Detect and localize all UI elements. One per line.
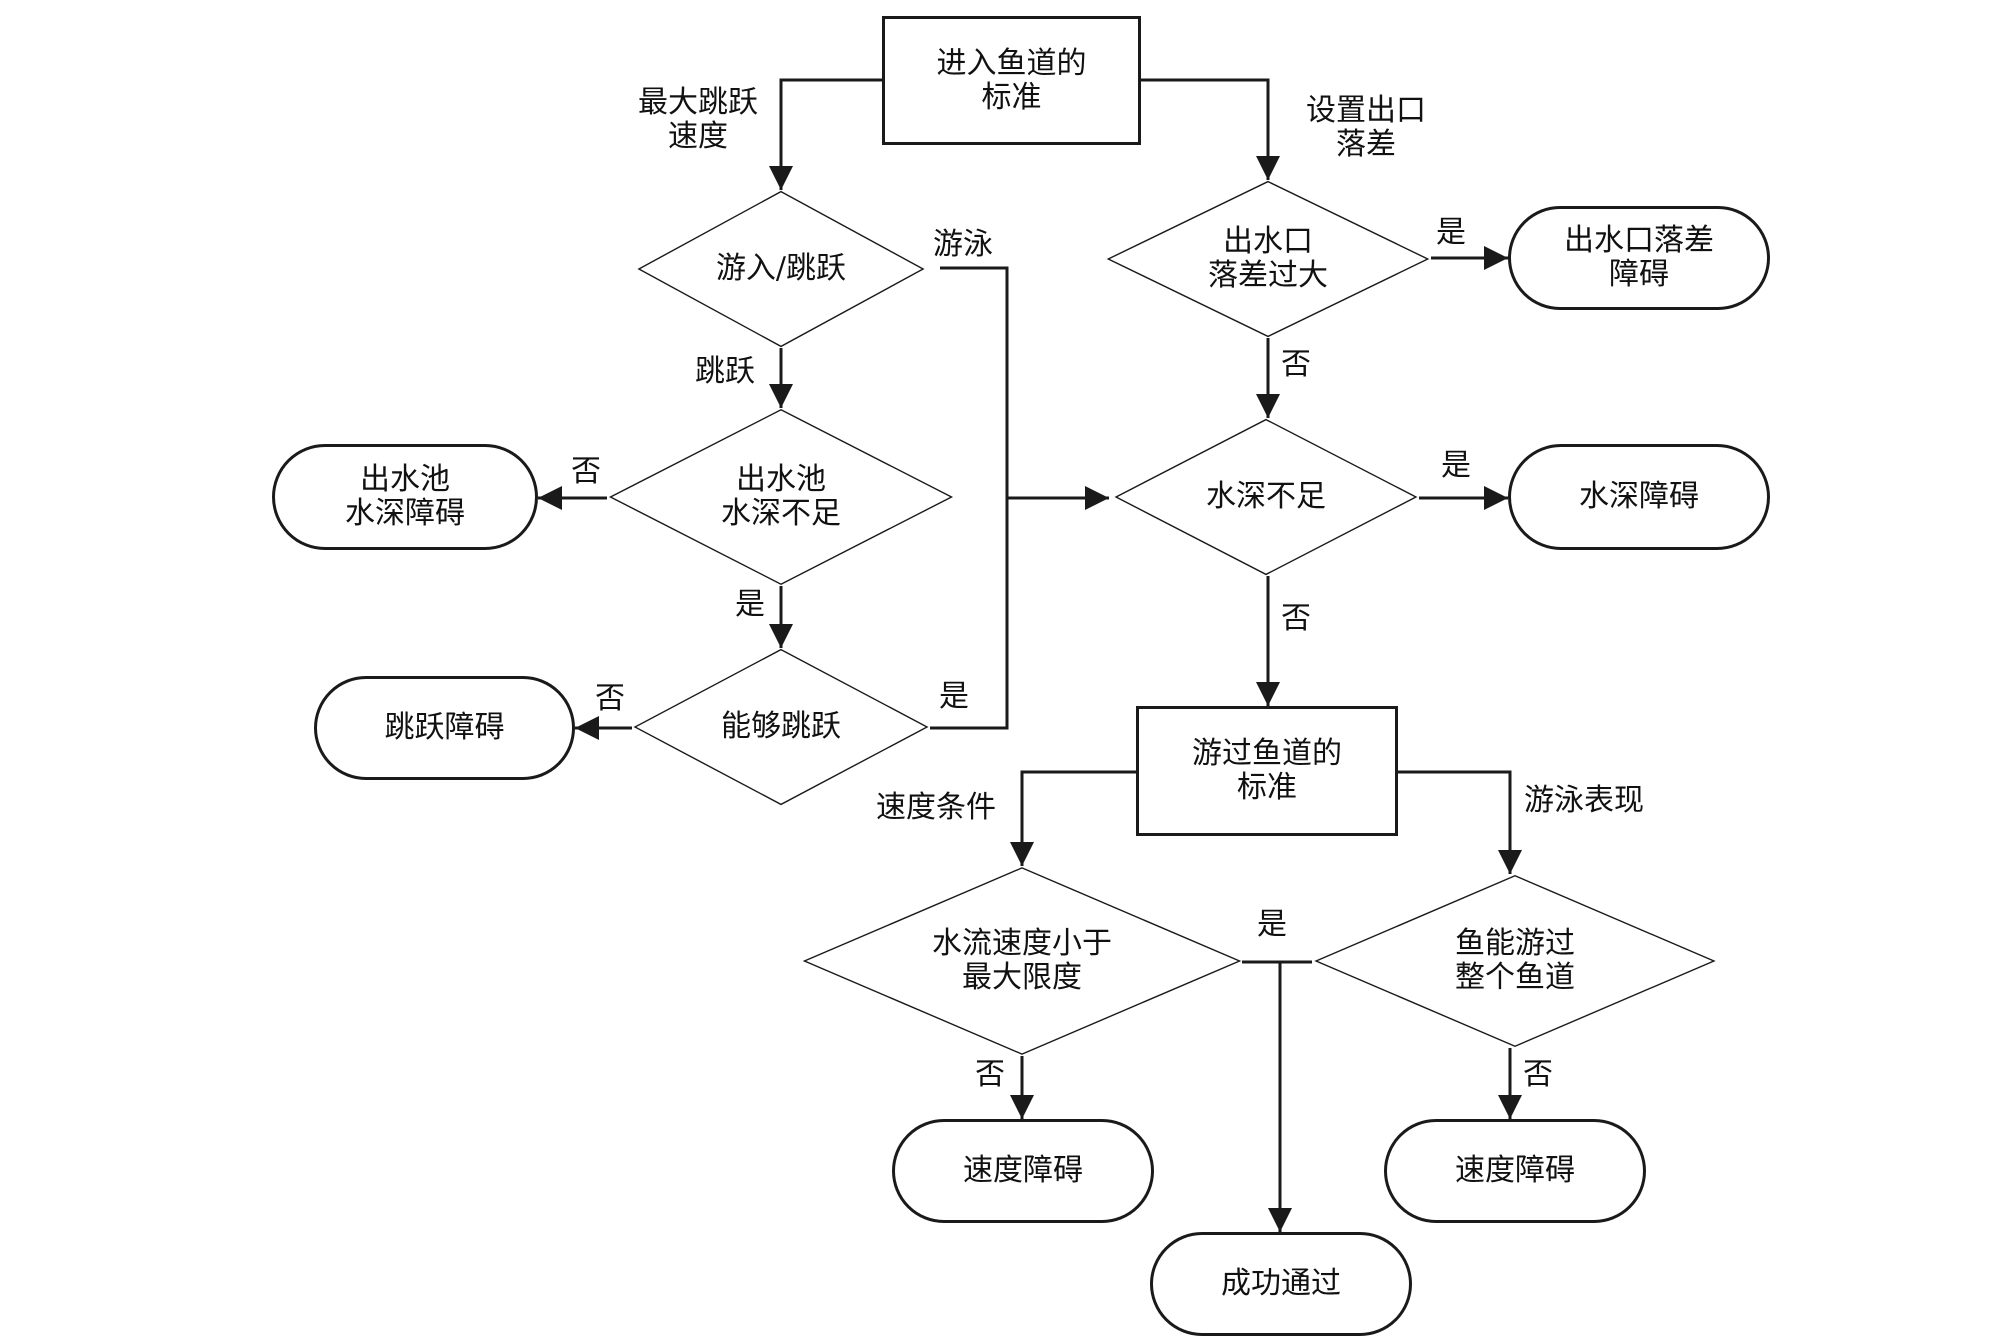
speed-barrier-right: 速度障碍 <box>1384 1119 1646 1223</box>
label-no-speed: 否 <box>975 1057 1005 1092</box>
label-yes-jump: 是 <box>939 679 969 714</box>
label-set-outlet-drop: 设置出口 落差 <box>1306 93 1426 162</box>
label-no-jump: 否 <box>595 681 625 716</box>
speed-barrier-left-text: 速度障碍 <box>963 1153 1083 1188</box>
flow-speed-text: 水流速度小于 最大限度 <box>932 926 1112 995</box>
pool-depth-decision: 出水池 水深不足 <box>607 408 955 586</box>
can-jump-text: 能够跳跃 <box>721 709 841 744</box>
outlet-drop-barrier-text: 出水口落差 障碍 <box>1564 223 1714 292</box>
arrow-enter-to-outlet-drop <box>1141 78 1280 180</box>
depth-barrier-text: 水深障碍 <box>1579 479 1699 514</box>
label-jump: 跳跃 <box>695 354 755 389</box>
outlet-drop-barrier: 出水口落差 障碍 <box>1508 206 1770 310</box>
label-yes-pool: 是 <box>735 587 765 622</box>
pass-criteria-text: 游过鱼道的 标准 <box>1192 736 1342 805</box>
arrow-criteria-to-swim <box>1398 770 1522 874</box>
label-no-swim: 否 <box>1523 1057 1553 1092</box>
pass-criteria-box: 游过鱼道的 标准 <box>1136 706 1398 836</box>
speed-barrier-left: 速度障碍 <box>892 1119 1154 1223</box>
success-terminal: 成功通过 <box>1150 1232 1412 1336</box>
arrow-swim-to-depth <box>940 266 1109 510</box>
pool-depth-barrier: 出水池 水深障碍 <box>272 444 538 550</box>
depth-decision: 水深不足 <box>1113 418 1419 576</box>
label-no-pool: 否 <box>571 454 601 489</box>
label-swim-performance: 游泳表现 <box>1524 783 1644 818</box>
depth-barrier: 水深障碍 <box>1508 444 1770 550</box>
swim-or-jump-decision: 游入/跳跃 <box>636 190 926 348</box>
enter-criteria-box: 进入鱼道的 标准 <box>882 16 1141 145</box>
outlet-drop-decision: 出水口 落差过大 <box>1105 180 1431 338</box>
arrow-criteria-to-flow <box>1010 770 1136 866</box>
label-no-depth: 否 <box>1281 601 1311 636</box>
label-yes-success: 是 <box>1257 907 1287 942</box>
flow-speed-decision: 水流速度小于 最大限度 <box>800 866 1244 1056</box>
fish-swim-decision: 鱼能游过 整个鱼道 <box>1312 874 1718 1048</box>
jump-barrier-text: 跳跃障碍 <box>384 710 505 745</box>
label-yes-outlet: 是 <box>1436 215 1466 250</box>
label-no-outlet: 否 <box>1281 347 1311 382</box>
label-yes-depth: 是 <box>1441 448 1471 483</box>
depth-text: 水深不足 <box>1206 479 1326 514</box>
speed-barrier-right-text: 速度障碍 <box>1455 1153 1575 1188</box>
label-max-jump-speed: 最大跳跃 速度 <box>638 85 758 154</box>
arrow-can-jump-yes <box>930 498 1009 730</box>
swim-or-jump-text: 游入/跳跃 <box>715 251 847 286</box>
label-speed-condition: 速度条件 <box>876 790 996 825</box>
enter-criteria-text: 进入鱼道的 标准 <box>936 45 1087 115</box>
label-swim: 游泳 <box>933 227 993 262</box>
success-text: 成功通过 <box>1221 1266 1341 1301</box>
pool-depth-text: 出水池 水深不足 <box>721 462 841 531</box>
fish-swim-text: 鱼能游过 整个鱼道 <box>1455 926 1575 995</box>
pool-depth-barrier-text: 出水池 水深障碍 <box>345 462 465 531</box>
arrow-enter-to-swim-or-jump <box>769 78 882 190</box>
outlet-drop-text: 出水口 落差过大 <box>1208 224 1328 293</box>
can-jump-decision: 能够跳跃 <box>632 648 930 806</box>
jump-barrier: 跳跃障碍 <box>314 676 575 780</box>
